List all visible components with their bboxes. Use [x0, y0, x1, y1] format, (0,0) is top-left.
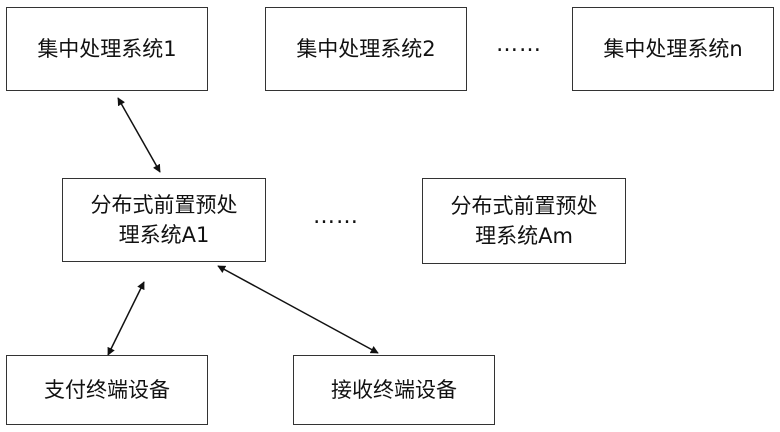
pre-processing-system-a1-line2: 理系统A1 [118, 223, 210, 247]
central-system-1-label: 集中处理系统1 [37, 37, 177, 61]
payment-terminal-box: 支付终端设备 [6, 355, 208, 425]
pre-processing-system-am-line2: 理系统Am [475, 224, 573, 248]
pre-processing-system-a1-box: 分布式前置预处 理系统A1 [62, 178, 266, 262]
arrow-pre1-receiving-terminal [217, 265, 379, 354]
central-system-1-box: 集中处理系统1 [6, 7, 208, 91]
payment-terminal-label: 支付终端设备 [44, 378, 170, 402]
central-systems-ellipsis: …… [496, 32, 542, 57]
central-system-2-label: 集中处理系统2 [296, 37, 436, 61]
arrow-pre1-payment-terminal [107, 281, 145, 356]
central-system-2-box: 集中处理系统2 [265, 7, 467, 91]
receiving-terminal-box: 接收终端设备 [293, 355, 495, 425]
pre-processing-system-am-box: 分布式前置预处 理系统Am [422, 178, 626, 264]
receiving-terminal-label: 接收终端设备 [331, 378, 457, 402]
pre-processing-system-a1-line1: 分布式前置预处 [90, 193, 238, 217]
central-system-n-box: 集中处理系统n [572, 7, 774, 91]
arrow-central1-pre1 [117, 97, 161, 173]
pre-systems-ellipsis: …… [313, 204, 359, 229]
central-system-n-label: 集中处理系统n [603, 37, 743, 61]
pre-processing-system-am-line1: 分布式前置预处 [450, 194, 598, 218]
